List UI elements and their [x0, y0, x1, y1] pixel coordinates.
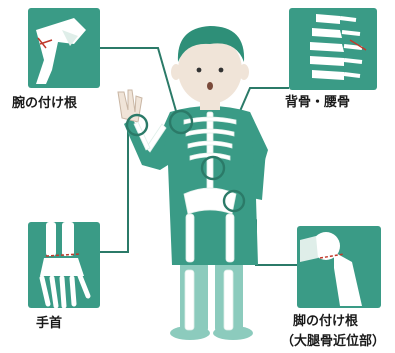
connector-hand [100, 132, 137, 252]
label-hand-wrist: 手首 [36, 316, 62, 331]
inset-wrist-joint [28, 8, 100, 88]
inset-hip [297, 226, 381, 308]
label-wrist-joint: 腕の付け根 [12, 96, 77, 111]
label-hip-joint: 脚の付け根 [293, 314, 358, 329]
label-back-spine: 背骨・腰骨 [285, 95, 350, 110]
inset-spine [289, 8, 377, 90]
inset-hand [28, 222, 100, 308]
person-figure [118, 26, 268, 340]
label-hip-joint-sub: （大腿骨近位部） [281, 334, 385, 349]
